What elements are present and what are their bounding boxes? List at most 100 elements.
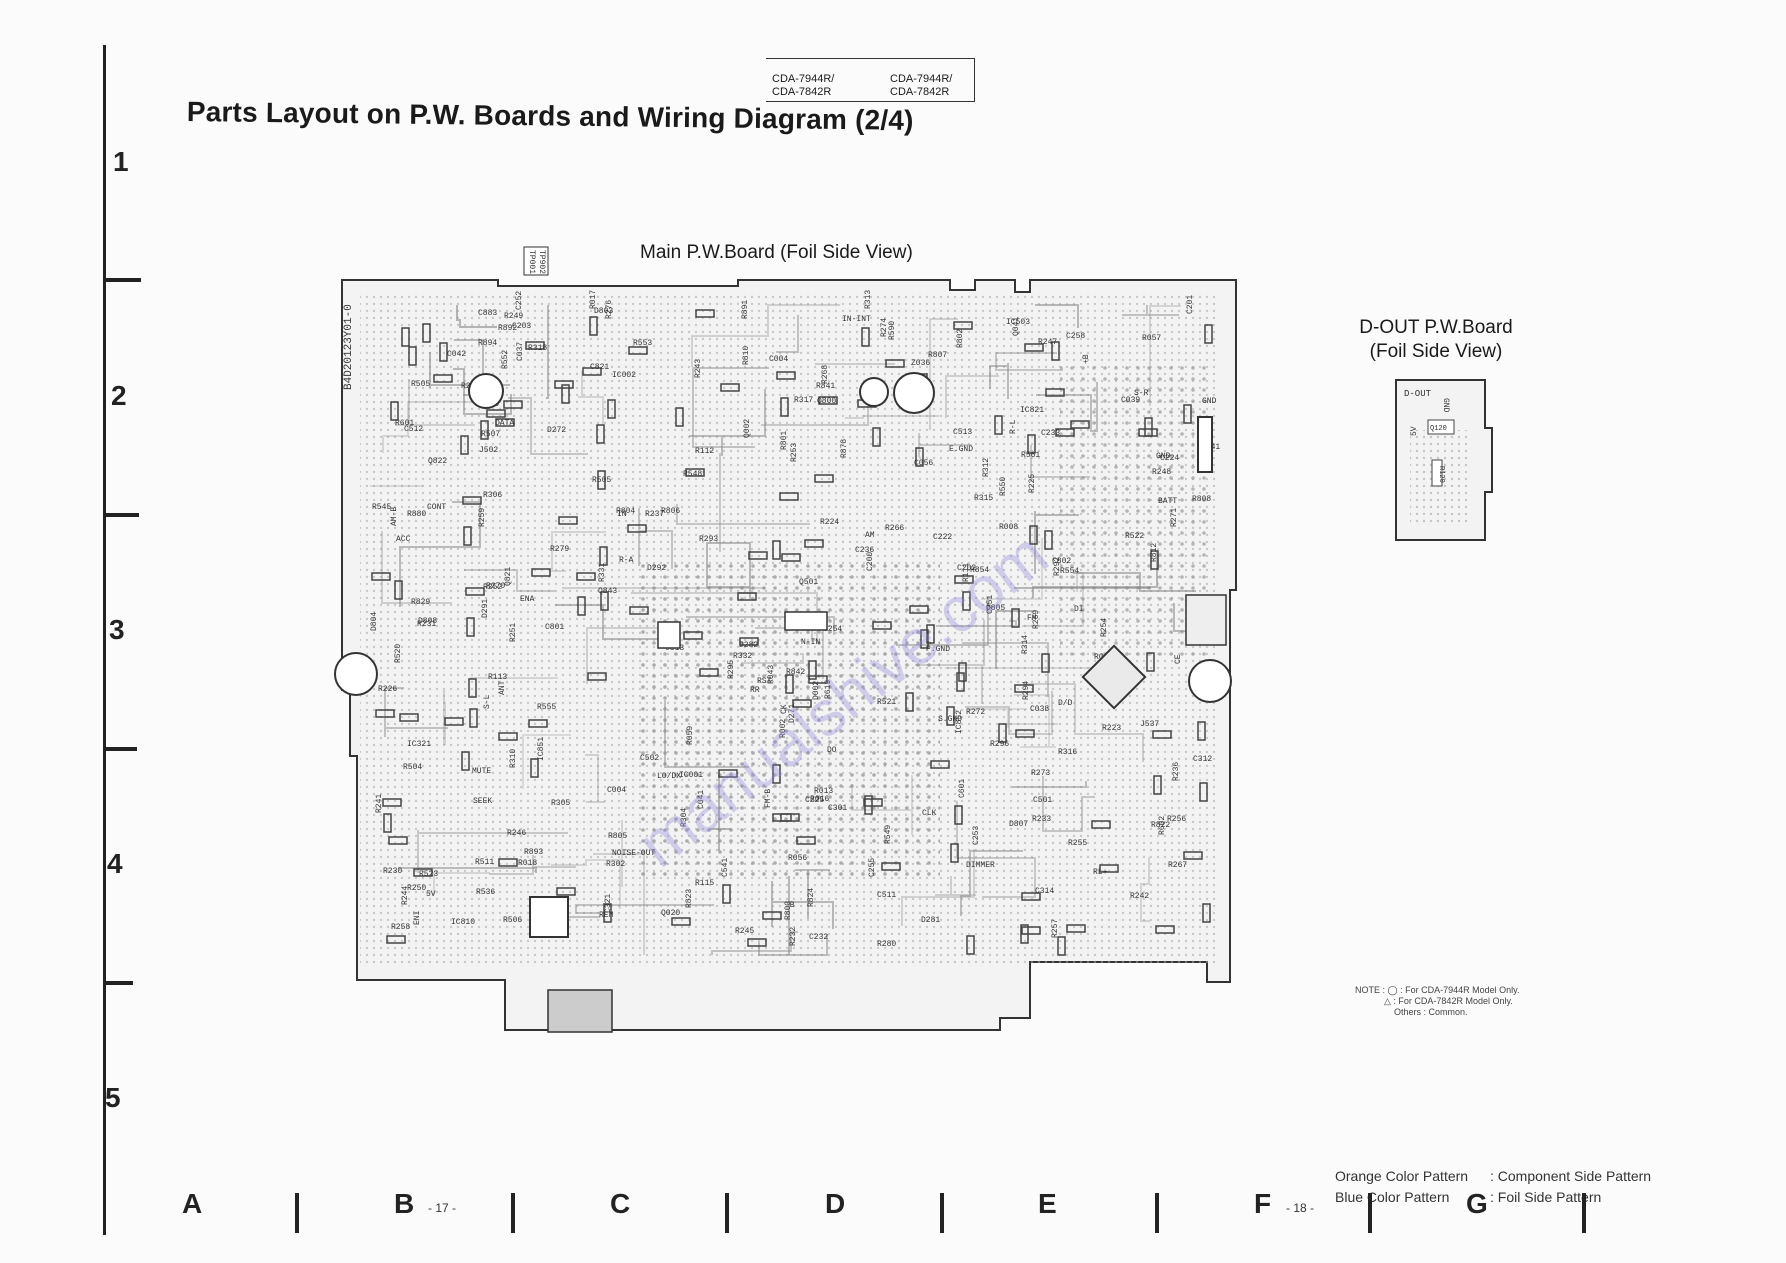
component-label: C038 <box>1030 705 1049 714</box>
component-label: S.GND <box>938 715 962 724</box>
component-label: C004 <box>607 786 626 795</box>
component-footprint <box>737 592 757 601</box>
component-label: CK <box>780 704 789 714</box>
component-label: R256 <box>1167 815 1186 824</box>
board-trace <box>1036 382 1098 432</box>
board-trace <box>395 379 475 426</box>
component-label: C252 <box>515 291 524 310</box>
board-trace <box>851 775 913 835</box>
component-footprint <box>603 903 612 923</box>
board-trace <box>464 569 555 592</box>
board-trace <box>711 931 798 955</box>
component-label: R613 <box>824 680 833 699</box>
component-label: R823 <box>685 889 694 908</box>
column-label-b: B <box>394 1188 415 1219</box>
component-footprint <box>954 805 963 825</box>
component-label: GND <box>1202 397 1217 406</box>
component-label: IC810 <box>451 918 475 927</box>
legend-blue-value: : Foil Side Pattern <box>1490 1189 1602 1205</box>
component-label: C251 <box>986 595 995 614</box>
component-label: R808 <box>1192 495 1211 504</box>
component-footprint <box>779 492 799 501</box>
component-label: Q800 <box>817 397 836 406</box>
component-label: ANT <box>498 680 507 695</box>
component-footprint <box>530 758 539 778</box>
component-footprint <box>1202 903 1211 923</box>
component-label: -B <box>785 901 795 910</box>
component-footprint <box>461 751 470 771</box>
component-label: R313 <box>864 290 873 309</box>
component-label: R244 <box>401 886 410 905</box>
tp-label: TP001 <box>527 250 536 274</box>
component-footprint <box>469 708 478 728</box>
component-label: R302 <box>606 860 625 869</box>
component-label: R601 <box>395 419 414 428</box>
board-trace <box>936 620 1017 627</box>
component-footprint <box>371 572 391 581</box>
component-label: R237 <box>645 510 664 519</box>
board-trace <box>761 400 869 426</box>
component-footprint <box>528 719 548 728</box>
component-label: R268 <box>821 365 830 384</box>
component-footprint <box>796 836 816 845</box>
component-label: R805 <box>608 832 627 841</box>
board-trace <box>1035 304 1079 328</box>
component-label: C042 <box>447 350 466 359</box>
component-label: C056 <box>914 459 933 468</box>
component-label: BATT <box>1158 497 1177 506</box>
component-label: R331 <box>598 563 607 582</box>
component-label: R520 <box>394 644 403 663</box>
component-footprint <box>399 713 419 722</box>
board-trace <box>960 850 1023 916</box>
component-label: R017 <box>589 290 598 309</box>
component-label: R242 <box>1130 892 1149 901</box>
board-trace <box>585 754 605 803</box>
board-trace <box>965 691 1053 735</box>
component-label: R059 <box>686 726 695 745</box>
component-label: ACC <box>396 535 411 544</box>
component-label: R504 <box>403 763 422 772</box>
component-label: C511 <box>877 891 896 900</box>
component-label: 5V <box>426 890 436 899</box>
component-label: N-IN <box>801 638 820 647</box>
board-trace <box>456 305 497 328</box>
board-trace <box>470 677 558 679</box>
component-footprint <box>463 526 472 546</box>
component-label: R226 <box>378 685 397 694</box>
component-label: IC503 <box>1006 318 1030 327</box>
component-label: R115 <box>695 879 714 888</box>
component-label: R253 <box>790 443 799 462</box>
component-footprint <box>556 887 576 896</box>
note-line: Others : Common. <box>1394 1007 1468 1017</box>
component-footprint <box>950 843 959 863</box>
component-label: C201 <box>1186 295 1195 314</box>
component-footprint <box>747 938 767 947</box>
board-trace <box>686 616 835 635</box>
component-label: FM <box>1027 614 1037 623</box>
board-trace <box>935 876 976 896</box>
component-label: R802 <box>956 329 965 348</box>
component-footprint <box>468 678 477 698</box>
component-label: R057 <box>1142 334 1161 343</box>
component-footprint <box>772 813 792 822</box>
dout-label: R120 <box>1437 466 1445 483</box>
dout-title-line1: D-OUT P.W.Board <box>1359 317 1513 338</box>
component-footprint <box>1015 729 1035 738</box>
component-label: R259 <box>478 508 487 527</box>
row-divider <box>103 981 133 985</box>
component-footprint <box>480 420 489 440</box>
board-trace <box>1030 445 1090 482</box>
component-label: D808 <box>418 617 437 626</box>
component-footprint <box>582 367 602 376</box>
board-trace <box>896 597 989 646</box>
component-footprint <box>1066 924 1086 933</box>
component-label: ENA <box>520 595 535 604</box>
component-label: R554 <box>1060 567 1079 576</box>
board-trace <box>551 859 621 909</box>
component-label: R-L <box>1009 419 1018 434</box>
component-label: R561 <box>1021 451 1040 460</box>
component-label: C255 <box>868 858 877 877</box>
component-footprint <box>629 606 649 615</box>
component-label: P.GND <box>926 645 950 654</box>
dout-label: GND <box>1441 398 1450 413</box>
